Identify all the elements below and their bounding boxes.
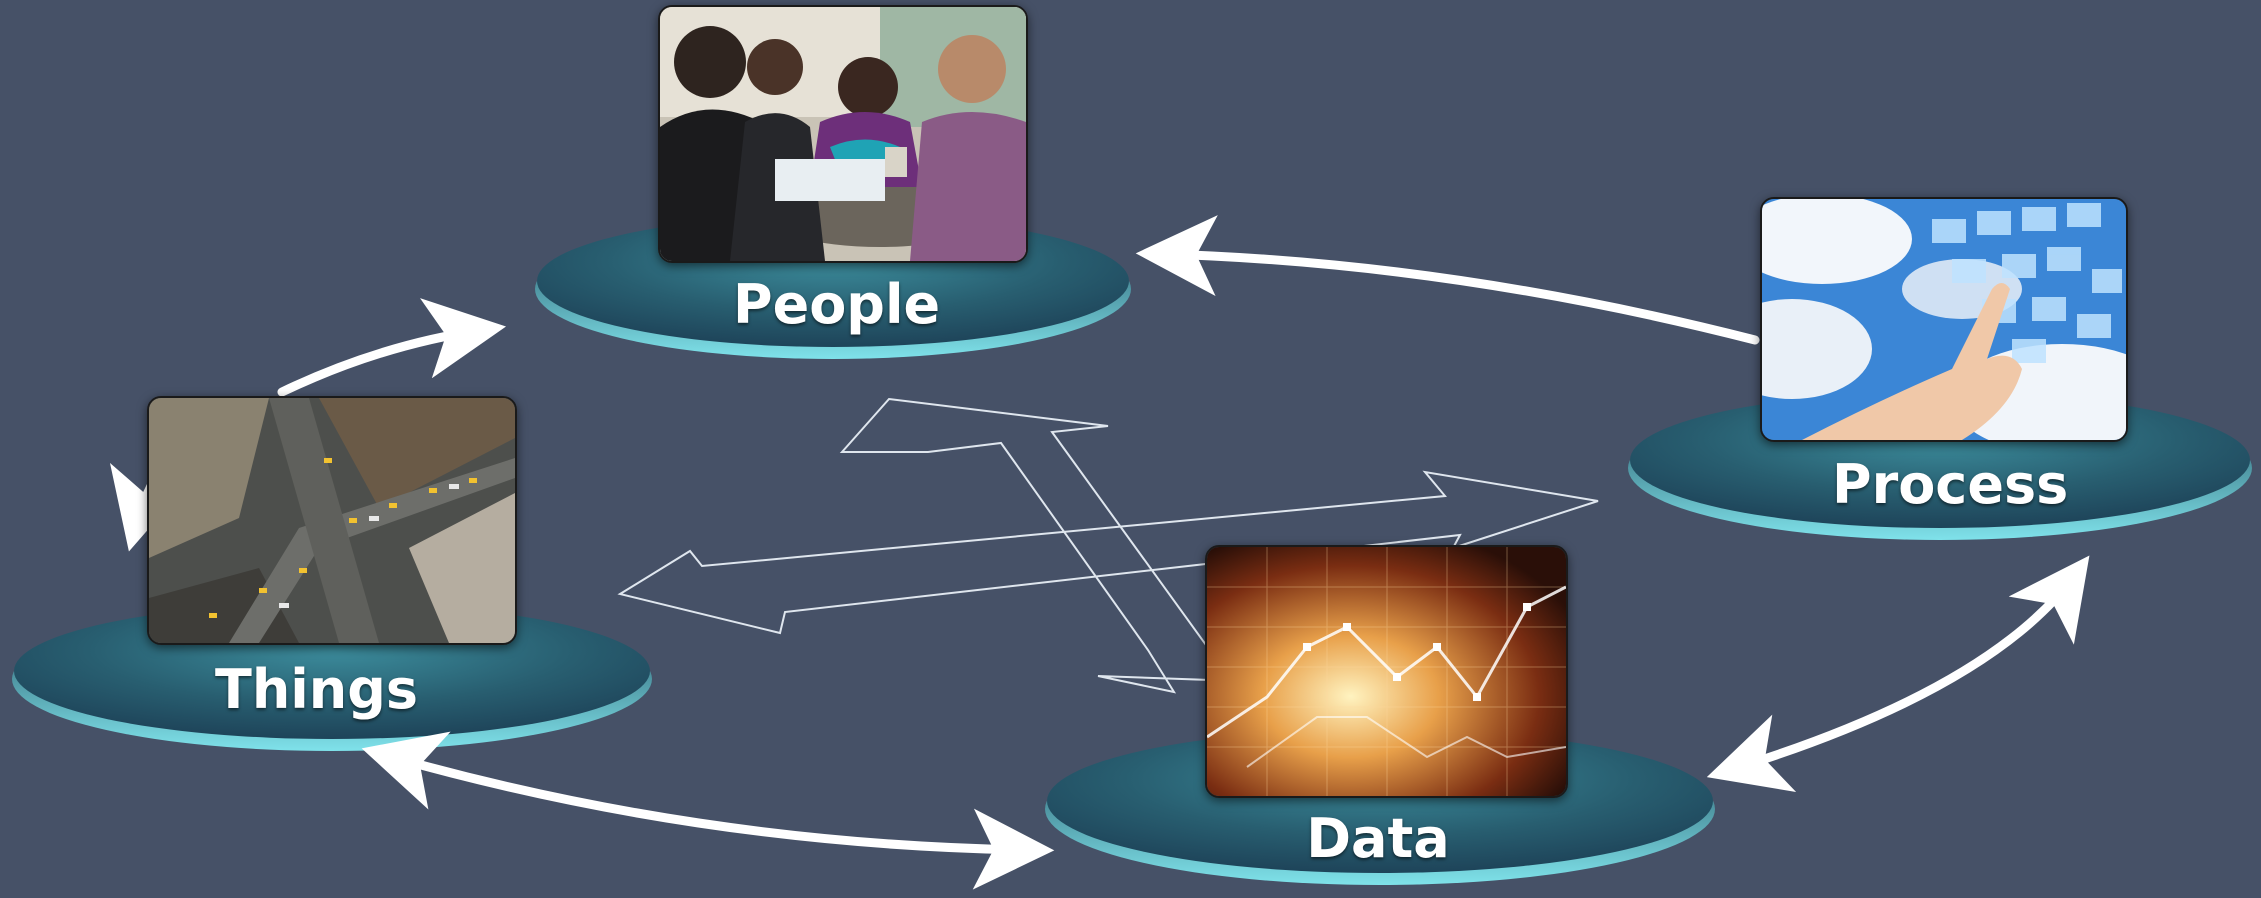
- touch-screen-clouds-photo-icon: [1762, 199, 2126, 440]
- center-crossing-arrows: [617, 397, 1599, 694]
- process-photo: [1760, 197, 2128, 442]
- data-chart-photo-icon: [1207, 547, 1566, 796]
- label-data: Data: [1306, 807, 1450, 870]
- arrow-things-to-people: [277, 298, 507, 397]
- city-intersection-photo-icon: [149, 398, 515, 643]
- label-things: Things: [215, 658, 419, 721]
- arrow-process-to-people: [1135, 215, 1760, 345]
- arrow-data-process: [1706, 555, 2090, 793]
- label-people: People: [733, 273, 941, 336]
- label-process: Process: [1832, 453, 2069, 516]
- things-photo: [147, 396, 517, 645]
- arrow-things-data: [361, 731, 1055, 890]
- people-photo: [658, 5, 1028, 263]
- diagonal-outline-arrow: [839, 397, 1241, 694]
- data-photo: [1205, 545, 1568, 798]
- people-meeting-photo-icon: [660, 7, 1026, 261]
- horizontal-outline-arrow: [617, 470, 1599, 635]
